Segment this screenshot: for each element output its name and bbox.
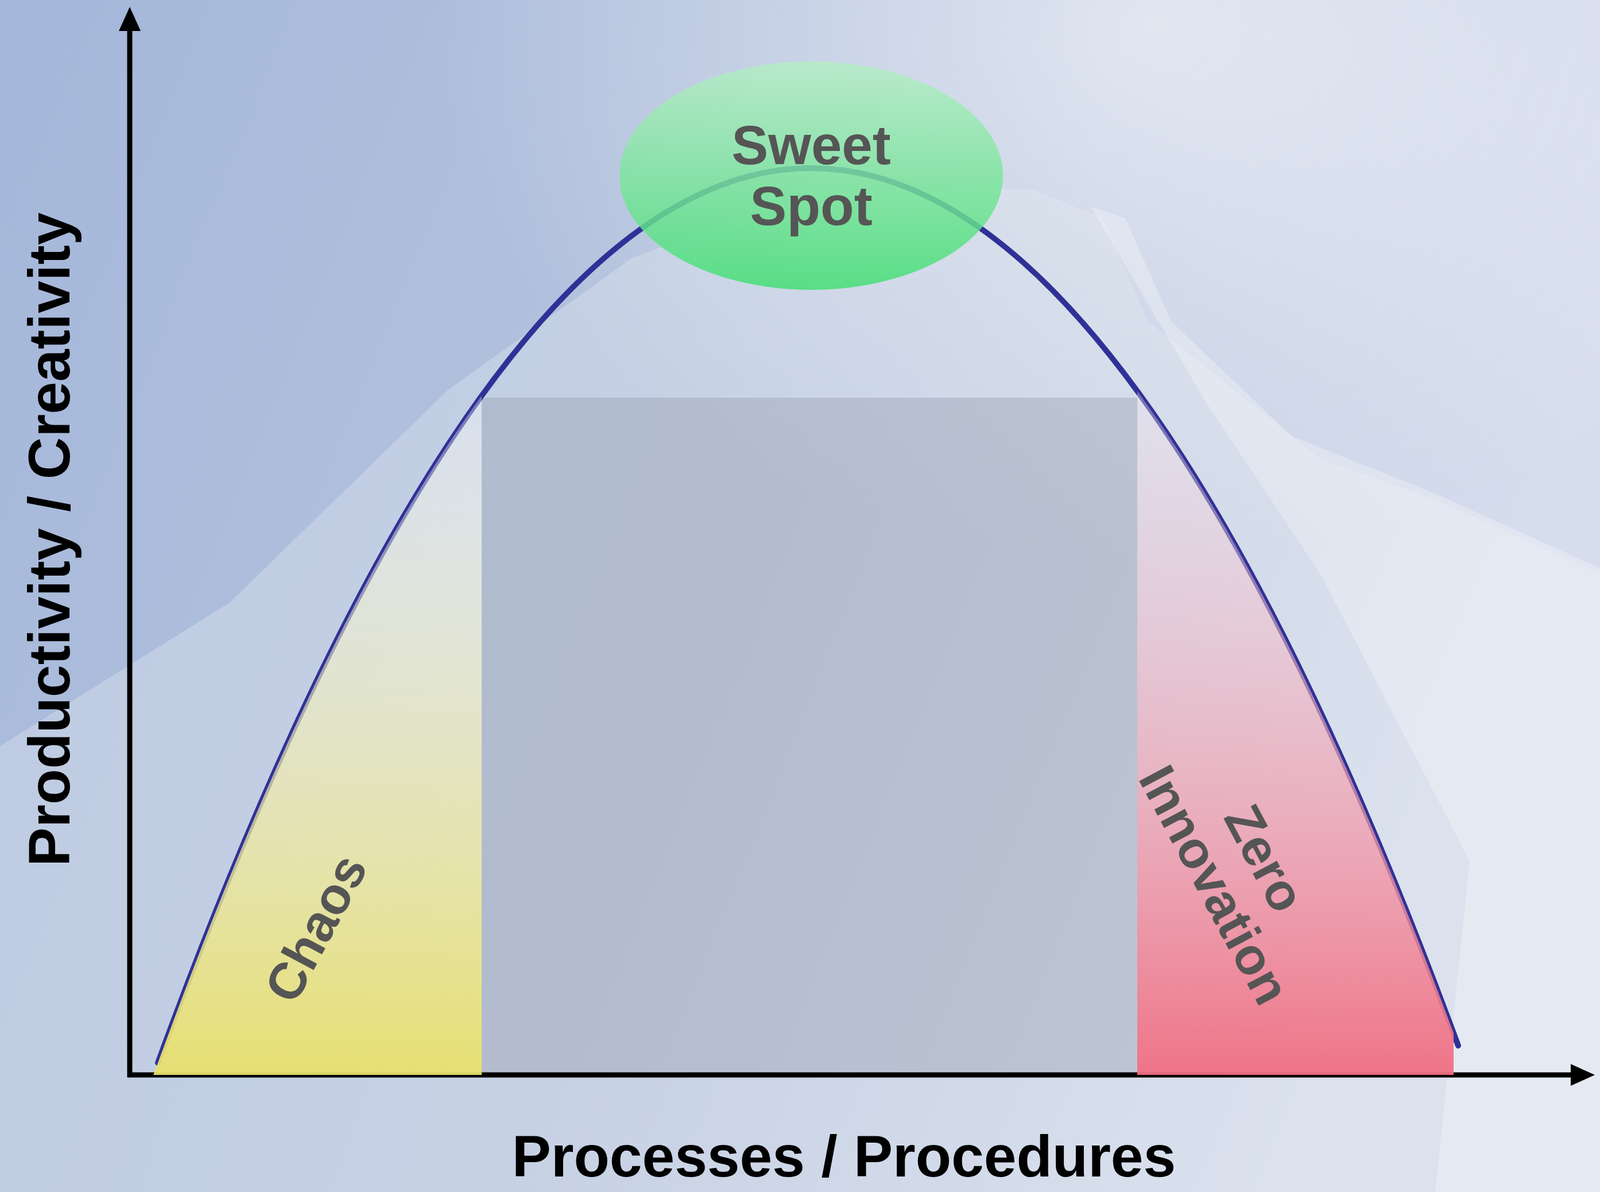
sweet-spot-ellipse: Sweet Spot [619,61,1003,290]
mountain-rock-panel [481,397,1138,1076]
mountain-snow [1090,206,1600,1192]
x-axis-arrowhead [1570,1064,1595,1087]
sweet-spot-text: Sweet Spot [702,114,921,236]
chaos-band: Chaos [150,390,482,1076]
band-shape [150,396,482,1076]
mountain-silhouette [0,189,1600,1192]
sweet-spot-shape [619,61,1003,290]
y-axis [127,25,133,1078]
x-axis-title: Processes / Procedures [512,1127,1177,1187]
y-axis-title: Productivity / Creativity [20,212,79,867]
zero-innovation-band: Zero Innovation [1137,390,1454,1076]
y-axis-arrowhead [118,6,141,32]
